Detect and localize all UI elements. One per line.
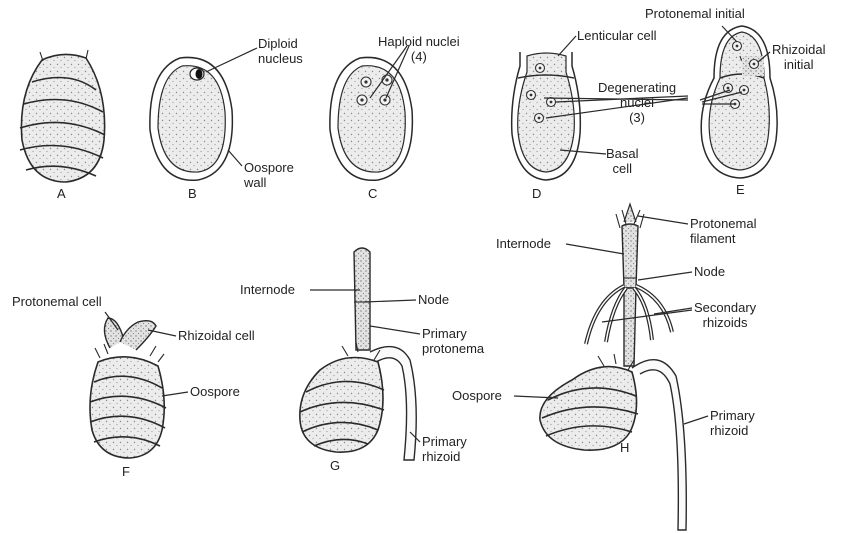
- label-diploid-nucleus: Diploid nucleus: [258, 36, 303, 66]
- label-haploid-nuclei: Haploid nuclei (4): [378, 34, 460, 64]
- label-protonemal-filament: Protonemal filament: [690, 216, 756, 246]
- label-primary-rhizoid-g: Primary rhizoid: [422, 434, 467, 464]
- panel-c-oospore: [330, 57, 412, 180]
- panel-caption-d: D: [532, 186, 541, 201]
- label-internode-g: Internode: [240, 282, 295, 297]
- label-rhizoidal-initial: Rhizoidal initial: [772, 42, 825, 72]
- label-basal-cell: Basal cell: [606, 146, 639, 176]
- label-protonemal-cell: Protonemal cell: [12, 294, 102, 309]
- panel-caption-c: C: [368, 186, 377, 201]
- panel-d-oospore: [512, 52, 581, 180]
- panel-f-germinating-oospore: [90, 318, 166, 458]
- panel-caption-e: E: [736, 182, 745, 197]
- label-secondary-rhizoids: Secondary rhizoids: [694, 300, 756, 330]
- panel-caption-g: G: [330, 458, 340, 473]
- label-primary-rhizoid-h: Primary rhizoid: [710, 408, 755, 438]
- panel-caption-b: B: [188, 186, 197, 201]
- panel-b-oospore: [150, 57, 232, 180]
- panel-a-oospore: [20, 50, 105, 182]
- panel-caption-h: H: [620, 440, 629, 455]
- label-node-h: Node: [694, 264, 725, 279]
- label-degenerating-nuclei: Degenerating nuclei (3): [598, 80, 676, 125]
- label-protonemal-initial: Protonemal initial: [645, 6, 745, 21]
- label-primary-protonema: Primary protonema: [422, 326, 484, 356]
- label-oospore-wall: Oospore wall: [244, 160, 294, 190]
- panel-g-germinating-oospore: [300, 248, 416, 460]
- panel-e-oospore: [701, 26, 777, 178]
- label-rhizoidal-cell: Rhizoidal cell: [178, 328, 255, 343]
- label-internode-h: Internode: [496, 236, 551, 251]
- panel-h-young-plant: [540, 204, 686, 530]
- label-lenticular-cell: Lenticular cell: [577, 28, 657, 43]
- label-oospore-f: Oospore: [190, 384, 240, 399]
- label-oospore-h: Oospore: [452, 388, 502, 403]
- panel-caption-a: A: [57, 186, 66, 201]
- panel-caption-f: F: [122, 464, 130, 479]
- label-node-g: Node: [418, 292, 449, 307]
